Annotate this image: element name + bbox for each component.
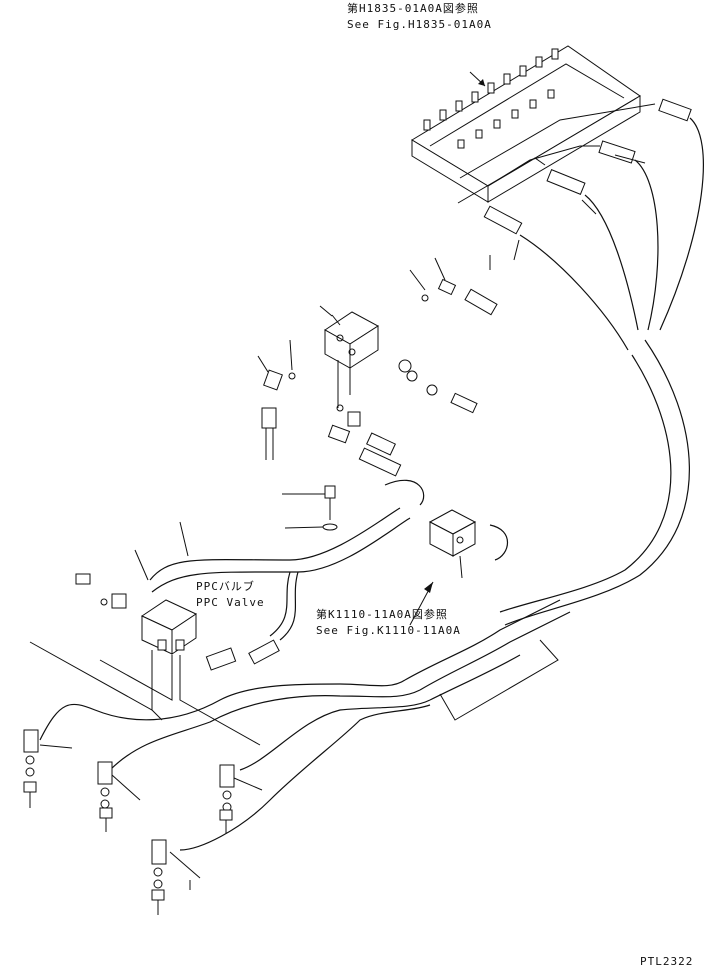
- elbow-fittings-mid: [261, 278, 498, 477]
- top-reference-en: See Fig.H1835-01A0A: [347, 18, 492, 31]
- junction-block: [324, 311, 379, 408]
- bracket-leader: [439, 639, 559, 721]
- part-number-leaders: [39, 257, 446, 890]
- ppc-outline-lines: [29, 641, 261, 746]
- lower-pipes: [39, 599, 571, 851]
- relay-block: [409, 509, 477, 626]
- ppc-valve: [75, 573, 280, 671]
- valve-fittings: [423, 48, 559, 149]
- control-valve-assembly: [411, 45, 641, 203]
- top-reference-jp: 第H1835-01A0A図参照: [347, 2, 479, 15]
- drawing-code: PTL2322: [640, 955, 694, 968]
- lower-flange-fittings: [23, 729, 235, 915]
- mid-reference-jp: 第K1110-11A0A図参照: [316, 608, 448, 621]
- bolt-and-washer-mid: [322, 485, 338, 531]
- upper-hose-bundle: [499, 117, 704, 626]
- upper-hose-fittings: [483, 98, 692, 270]
- mid-reference-en: See Fig.K1110-11A0A: [316, 624, 461, 637]
- ppc-valve-label-jp: PPCバルブ: [196, 580, 255, 593]
- mid-pipes: [149, 479, 508, 641]
- leader-lines: [457, 103, 656, 204]
- ppc-valve-label-en: PPC Valve: [196, 596, 265, 609]
